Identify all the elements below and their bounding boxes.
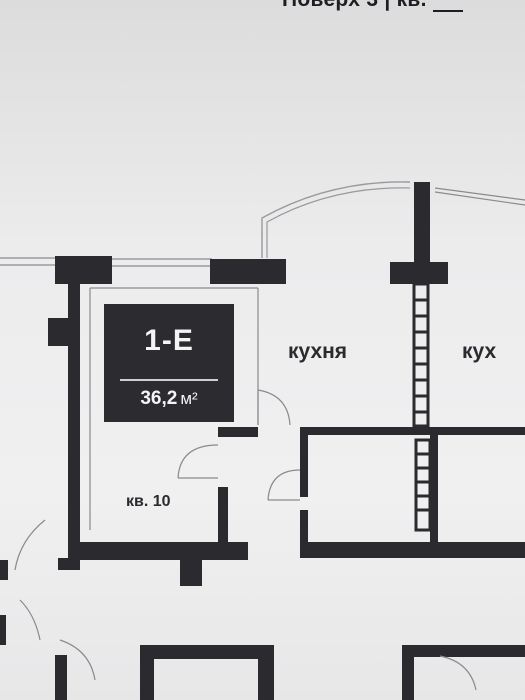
door-swings [14,389,477,691]
flat-number-label: кв. 10 [126,493,171,510]
floor-header: Поверх 3 | кв. [282,0,463,12]
apartment-number-blank [432,0,463,12]
ladder-shaft [412,282,432,532]
apartment-type-code: 1-Е [144,324,194,357]
plan-walls [48,182,525,700]
balcony-arc [261,181,411,258]
room-label-kitchen: кухня [288,340,348,363]
room-label-kitchen-neighbor: кух [462,340,497,363]
header-separator: | [384,0,390,11]
area-value: 36,2 [140,388,178,409]
floor-label: Поверх 3 [282,0,378,11]
apartment-prefix: кв. [397,0,427,11]
area-unit: м² [180,389,198,408]
badge-divider [120,379,218,381]
